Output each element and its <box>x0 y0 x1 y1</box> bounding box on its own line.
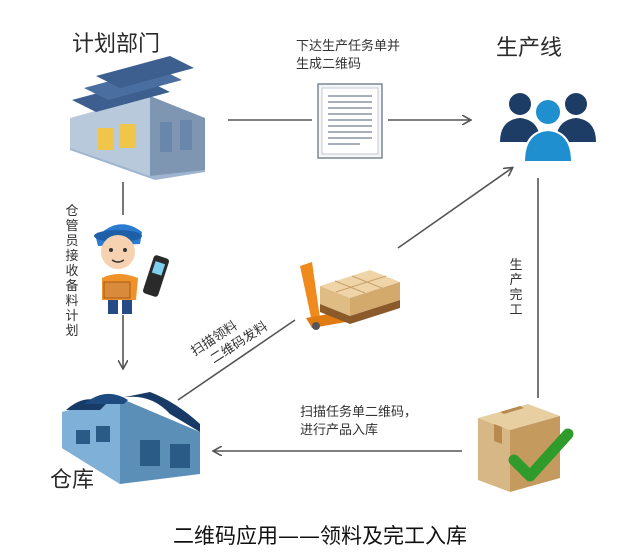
pallet-icon <box>300 262 400 330</box>
scan-store-label: 扫描任务单二维码， 进行产品入库 <box>300 404 417 440</box>
arrow-pallet-to-production <box>397 168 512 249</box>
arrow-warehouse-to-pallet <box>177 319 296 401</box>
issue-order-line-2: 生成二维码 <box>296 57 362 72</box>
arrows <box>123 120 539 451</box>
issue-order-label: 下达生产任务单并 生成二维码 <box>296 38 400 74</box>
issue-order-line-1: 下达生产任务单并 <box>296 39 401 54</box>
production-line-label: 生产线 <box>496 36 563 61</box>
warehouse-icon <box>62 392 200 484</box>
planning-department-label: 计划部门 <box>72 32 161 57</box>
factory-icon <box>70 56 205 180</box>
keeper-plan-label: 仓管员接收备料计划 <box>65 204 79 339</box>
production-finished-label: 生产完工 <box>509 258 523 318</box>
document-icon <box>317 83 383 159</box>
finished-box-icon <box>478 404 574 492</box>
diagram-caption: 二维码应用——领料及完工入库 <box>173 524 467 548</box>
warehouse-label: 仓库 <box>50 468 95 493</box>
warehouse-keeper-icon <box>94 224 170 314</box>
people-icon <box>500 93 596 163</box>
scan-store-line-2: 进行产品入库 <box>300 423 379 438</box>
scan-store-line-1: 扫描任务单二维码， <box>300 405 418 420</box>
